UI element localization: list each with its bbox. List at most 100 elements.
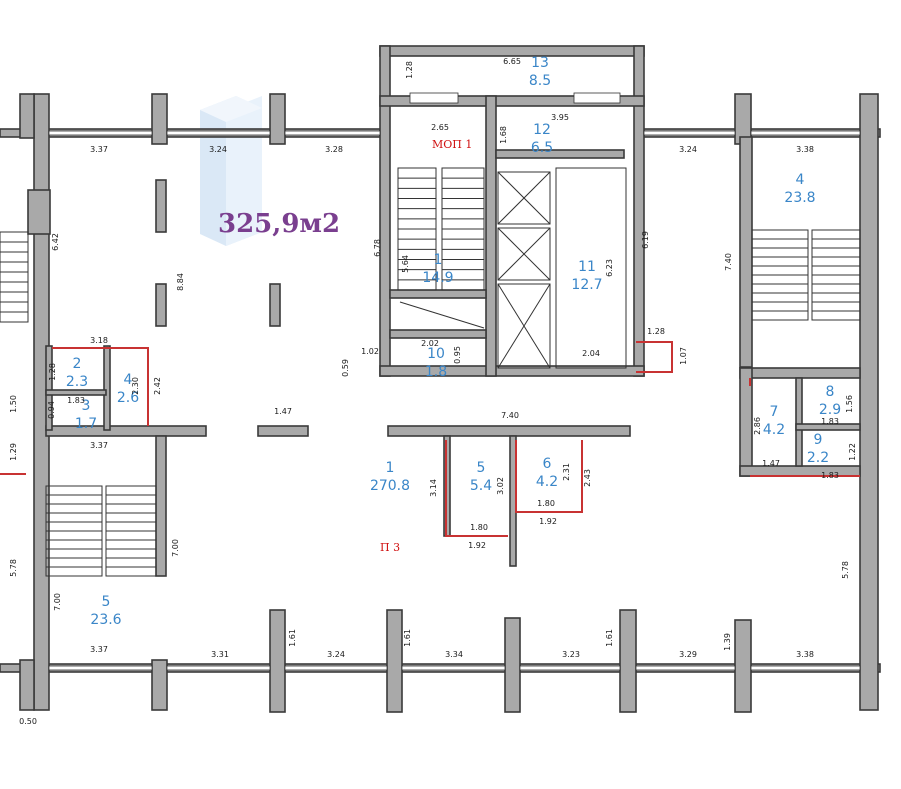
dimension-label: 8.84 xyxy=(176,273,185,291)
room-number: 1 xyxy=(386,460,395,476)
room-area: 23.6 xyxy=(90,612,121,628)
dimension-label: 1.61 xyxy=(605,629,614,647)
dimension-label: 3.24 xyxy=(209,145,227,154)
room-area: 23.8 xyxy=(784,190,815,206)
dimension-label: 3.29 xyxy=(679,650,697,659)
dimension-label: 2.43 xyxy=(583,469,592,487)
dimension-label: 3.37 xyxy=(90,645,108,654)
dimension-label: 7.40 xyxy=(501,411,519,420)
room-number: 5 xyxy=(477,460,486,476)
dimension-label: 2.86 xyxy=(753,417,762,435)
room-area: 12.7 xyxy=(571,277,602,293)
dimension-label: 1.92 xyxy=(539,517,557,526)
dimension-label: 2.31 xyxy=(562,463,571,481)
room-number: 11 xyxy=(578,259,596,275)
room-area: 8.5 xyxy=(529,73,551,89)
dimension-label: 3.31 xyxy=(211,650,229,659)
dimension-label: 7.00 xyxy=(53,593,62,611)
windows xyxy=(48,92,861,671)
room-area: 1.7 xyxy=(75,416,97,432)
room-area: 14.9 xyxy=(422,270,453,286)
room-area: 2.2 xyxy=(807,450,829,466)
room-number: 1 xyxy=(434,252,443,268)
dimension-label: 2.42 xyxy=(153,377,162,395)
room-area: 4.2 xyxy=(763,422,785,438)
dimension-label: 1.28 xyxy=(405,61,414,79)
dimension-label: 1.83 xyxy=(821,417,839,426)
dimension-label: 3.02 xyxy=(496,477,505,495)
dimension-label: 6.78 xyxy=(373,239,382,257)
stairs xyxy=(0,167,861,577)
dimension-label: 1.92 xyxy=(468,541,486,550)
dimension-label: 5.64 xyxy=(401,255,410,273)
dimension-label: 7.40 xyxy=(724,253,733,271)
dimension-label: 0.50 xyxy=(19,717,37,726)
room-number: 4 xyxy=(124,372,133,388)
dimension-label: 1.22 xyxy=(848,443,857,461)
room-area: 4.2 xyxy=(536,474,558,490)
dimension-label: 2.30 xyxy=(131,377,140,395)
dimension-label: 2.02 xyxy=(421,339,439,348)
red-outlines xyxy=(0,341,860,537)
dimension-label: 3.37 xyxy=(90,441,108,450)
dimension-label: 3.34 xyxy=(445,650,463,659)
room-number: 6 xyxy=(543,456,552,472)
dimension-label: 3.23 xyxy=(562,650,580,659)
room-number: 5 xyxy=(102,594,111,610)
dimension-label: 1.61 xyxy=(403,629,412,647)
room-area: 270.8 xyxy=(370,478,410,494)
room-area: 2.6 xyxy=(117,390,139,406)
room-area: 1.8 xyxy=(425,364,447,380)
room-number: 2 xyxy=(73,356,82,372)
mop-label: МОП 1 xyxy=(432,138,472,151)
dimension-label: 1.47 xyxy=(762,459,780,468)
dimension-label: 1.83 xyxy=(821,471,839,480)
dimension-label: 1.28 xyxy=(647,327,665,336)
dimension-label: 1.02 xyxy=(361,347,379,356)
dimension-label: 3.95 xyxy=(551,113,569,122)
dimension-label: 0.95 xyxy=(453,346,462,364)
dimension-label: 6.19 xyxy=(641,231,650,249)
dimension-label: 1.80 xyxy=(537,499,555,508)
dimension-label: 6.65 xyxy=(503,57,521,66)
dimension-label: 5.78 xyxy=(9,559,18,577)
dimension-label: 3.38 xyxy=(796,145,814,154)
room-area: 6.5 xyxy=(531,140,553,156)
room-number: 9 xyxy=(814,432,823,448)
dimension-label: 5.78 xyxy=(841,561,850,579)
dimension-label: 3.38 xyxy=(796,650,814,659)
dimension-label: 1.80 xyxy=(470,523,488,532)
dimension-label: 3.14 xyxy=(429,479,438,497)
stair-flight xyxy=(0,231,29,323)
dimension-label: 1.83 xyxy=(67,396,85,405)
total-area-label: 325,9м2 xyxy=(218,209,340,239)
dimension-label: 1.56 xyxy=(845,395,854,413)
dimension-label: 2.65 xyxy=(431,123,449,132)
room-area: 2.9 xyxy=(819,402,841,418)
dimension-label: 6.23 xyxy=(605,259,614,277)
room-number: 10 xyxy=(427,346,445,362)
room-number: 8 xyxy=(826,384,835,400)
room-area: 5.4 xyxy=(470,478,492,494)
dimension-label: 7.00 xyxy=(171,539,180,557)
room-number: 3 xyxy=(82,398,91,414)
dimension-label: 0.59 xyxy=(341,359,350,377)
dimension-label: 1.61 xyxy=(288,629,297,647)
dimension-label: 1.39 xyxy=(723,633,732,651)
room-area: 2.3 xyxy=(66,374,88,390)
dimension-label: 1.28 xyxy=(48,363,57,381)
dimension-label: 3.24 xyxy=(327,650,345,659)
dimension-label: 3.18 xyxy=(90,336,108,345)
dimension-label: 1.50 xyxy=(9,395,18,413)
elevator-shafts xyxy=(399,167,627,369)
room-number: 7 xyxy=(770,404,779,420)
dimension-label: 3.28 xyxy=(325,145,343,154)
dimension-label: 6.42 xyxy=(51,233,60,251)
dimension-label: 3.24 xyxy=(679,145,697,154)
room-number: 4 xyxy=(796,172,805,188)
dimension-label: 1.29 xyxy=(9,443,18,461)
dimension-label: 3.37 xyxy=(90,145,108,154)
